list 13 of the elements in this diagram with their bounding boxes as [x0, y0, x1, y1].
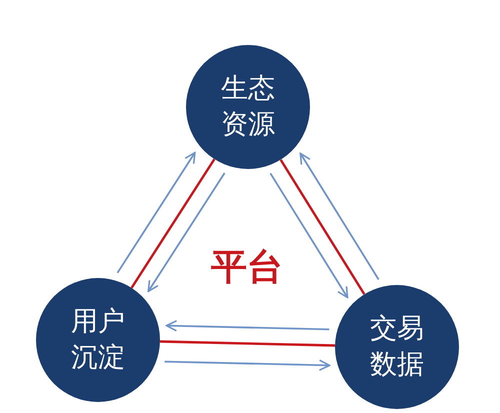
circle-node: 交易数据 [335, 285, 459, 409]
arrow [166, 320, 330, 332]
center-label: 平台 [211, 248, 283, 288]
arrow [148, 172, 226, 292]
arrow [116, 152, 196, 274]
connector-line [130, 158, 216, 289]
connector-line [160, 340, 336, 347]
arrow [300, 152, 380, 280]
circle-node: 生态资源 [186, 45, 310, 169]
circle-node: 用户沉淀 [36, 278, 160, 402]
arrow [164, 359, 330, 371]
arrow [270, 172, 348, 298]
connector-line [280, 159, 366, 295]
